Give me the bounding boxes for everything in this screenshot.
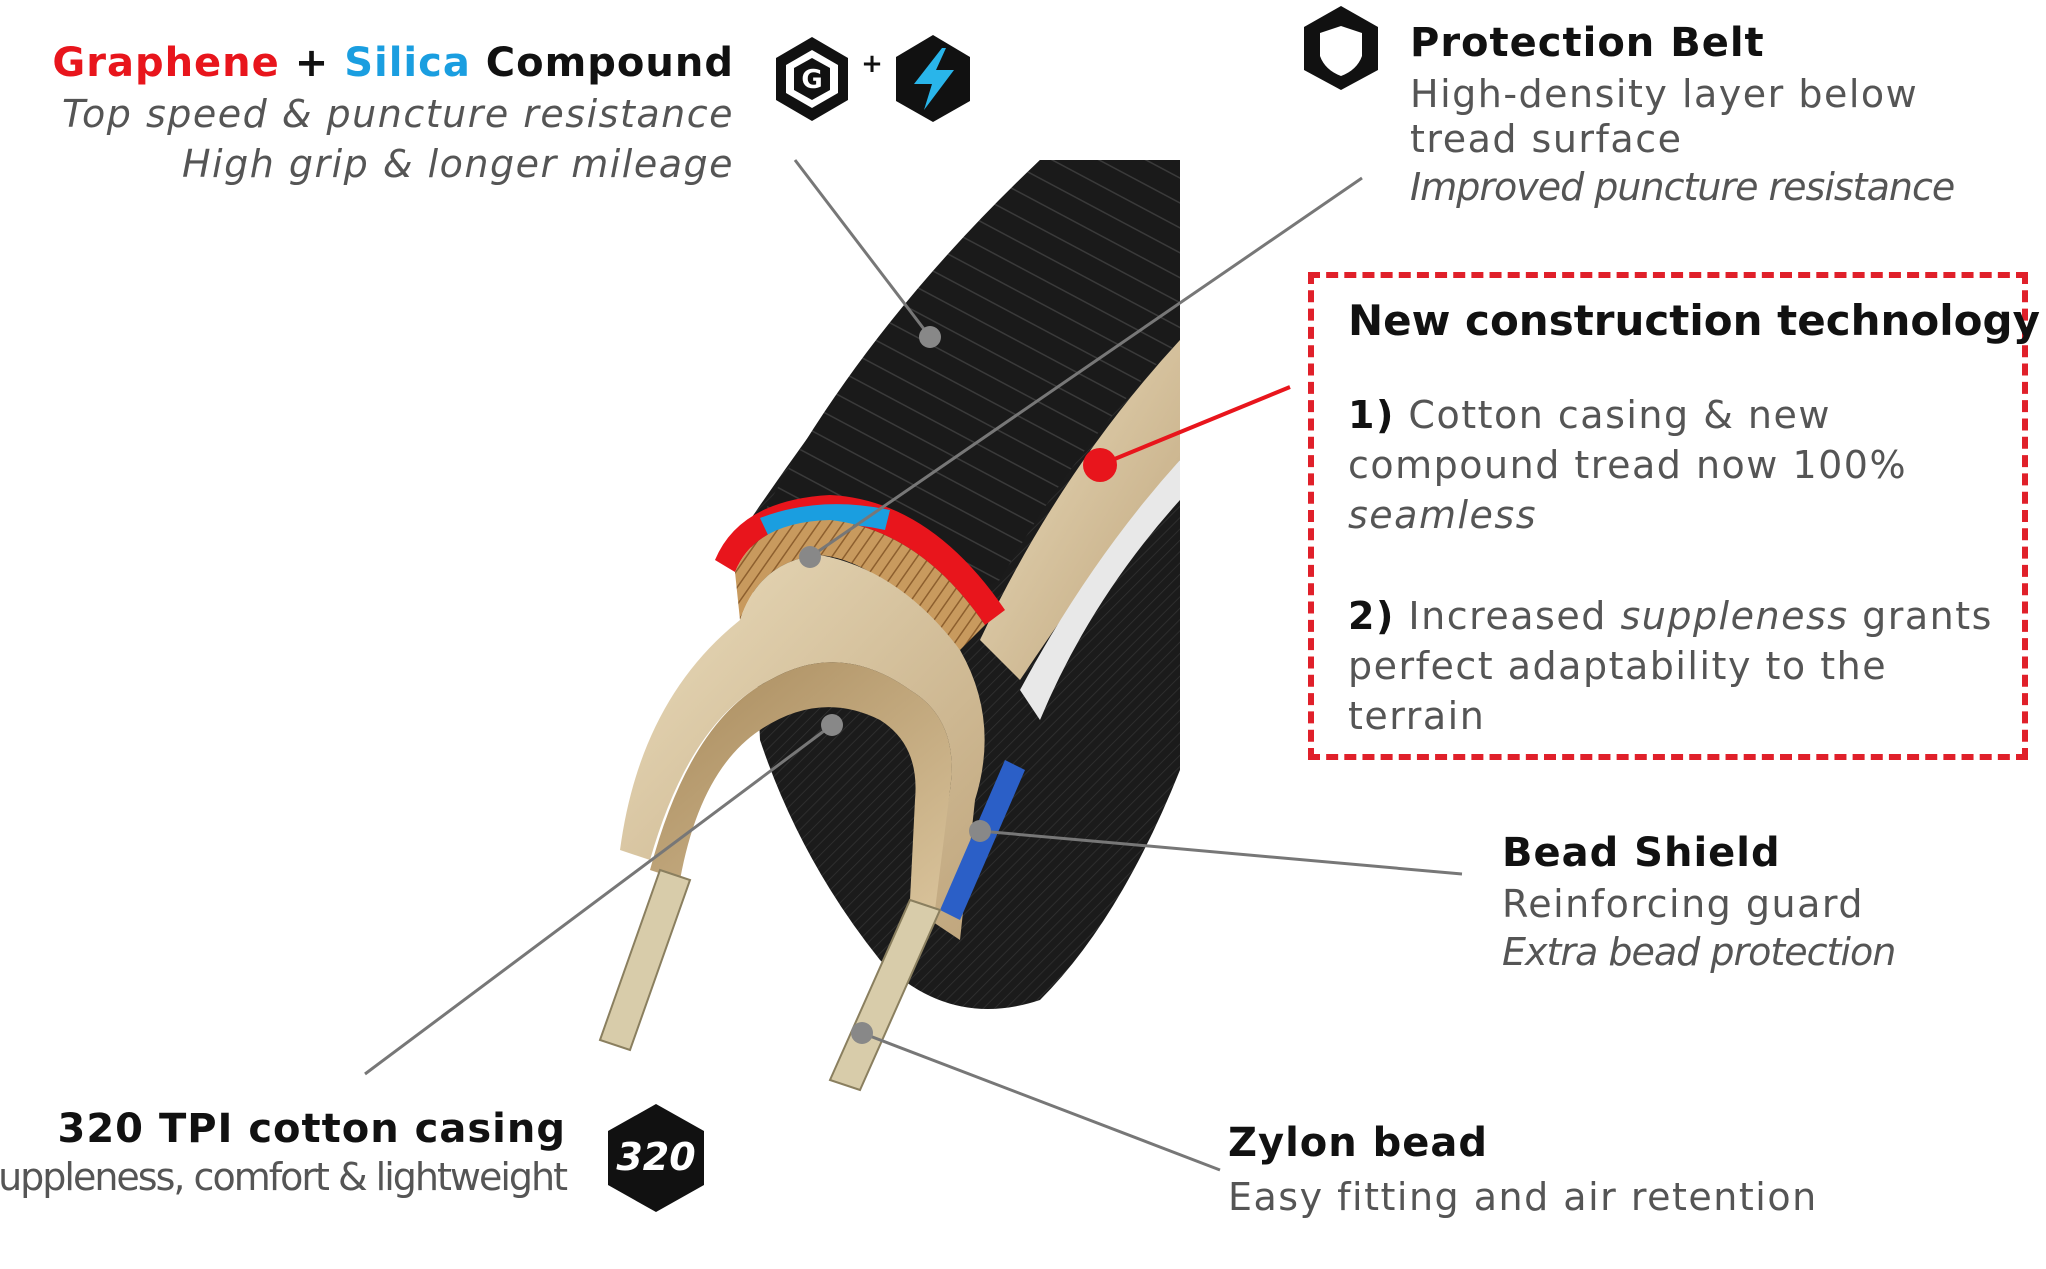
- item2-number: 2): [1348, 594, 1395, 638]
- icon-plus: +: [861, 49, 883, 79]
- leader-new-construction: [1099, 385, 1291, 467]
- protection-belt-line1: High-density layer below: [1410, 72, 1919, 116]
- item2-text-c: grants: [1862, 594, 1993, 638]
- 320-tpi-hexagon-icon: 320: [608, 1104, 704, 1212]
- bead-shield-title: Bead Shield: [1502, 830, 1781, 876]
- casing-weave: [735, 520, 985, 650]
- casing-outer: [620, 555, 985, 940]
- plus-label: +: [294, 40, 330, 86]
- item2-text-b: suppleness: [1620, 594, 1849, 638]
- construction-item-2: 2) Increased suppleness grants perfect a…: [1348, 591, 1993, 741]
- svg-text:320: 320: [616, 1135, 695, 1179]
- svg-text:G: G: [801, 65, 822, 95]
- zylon-line1: Easy fitting and air retention: [1228, 1175, 1818, 1219]
- protection-belt-line2: tread surface: [1410, 117, 1683, 161]
- item1-line2: compound tread now 100%: [1348, 443, 1908, 487]
- compound-line2: High grip & longer mileage: [181, 142, 734, 186]
- compound-label: Compound: [485, 40, 734, 86]
- reflective-stripe: [1020, 460, 1180, 720]
- leader-casing: [364, 723, 833, 1076]
- item1-line1: Cotton casing & new: [1408, 393, 1831, 437]
- new-construction-box: New construction technology 1) Cotton ca…: [1308, 272, 2040, 760]
- silica-lightning-icon: [896, 35, 970, 122]
- tire-tread: [760, 160, 1180, 600]
- bead-left: [598, 868, 692, 1052]
- graphene-g-icon: G: [776, 37, 848, 121]
- casing-inner: [650, 662, 952, 910]
- bead-shield-line1: Reinforcing guard: [1502, 882, 1864, 926]
- compound-title: Graphene + Silica Compound: [52, 40, 734, 86]
- item2-line3: terrain: [1348, 694, 1486, 738]
- protection-belt-line3: Improved puncture resistance: [1410, 165, 1955, 209]
- protection-belt-title: Protection Belt: [1410, 20, 1765, 66]
- tan-sidewall: [980, 340, 1180, 680]
- casing-title: 320 TPI cotton casing: [57, 1106, 566, 1152]
- compound-line1: Top speed & puncture resistance: [62, 92, 734, 136]
- item1-line3: seamless: [1348, 493, 1538, 537]
- item2-text-a: Increased: [1408, 594, 1607, 638]
- bead-shield-line2: Extra bead protection: [1502, 930, 1896, 974]
- leader-zylon: [861, 1031, 1221, 1172]
- new-construction-title: New construction technology: [1348, 296, 2040, 345]
- zylon-title: Zylon bead: [1228, 1120, 1489, 1166]
- item2-line2: perfect adaptability to the: [1348, 644, 1888, 688]
- leader-protection: [809, 176, 1363, 559]
- leader-bead-shield: [979, 829, 1463, 876]
- graphene-label: Graphene: [52, 40, 280, 86]
- casing-line1: Suppleness, comfort & lightweight: [0, 1155, 568, 1199]
- item1-number: 1): [1348, 393, 1395, 437]
- leader-compound: [793, 159, 932, 338]
- silica-label: Silica: [344, 40, 471, 86]
- shield-icon: [1304, 6, 1378, 90]
- construction-item-1: 1) Cotton casing & new compound tread no…: [1348, 390, 1907, 540]
